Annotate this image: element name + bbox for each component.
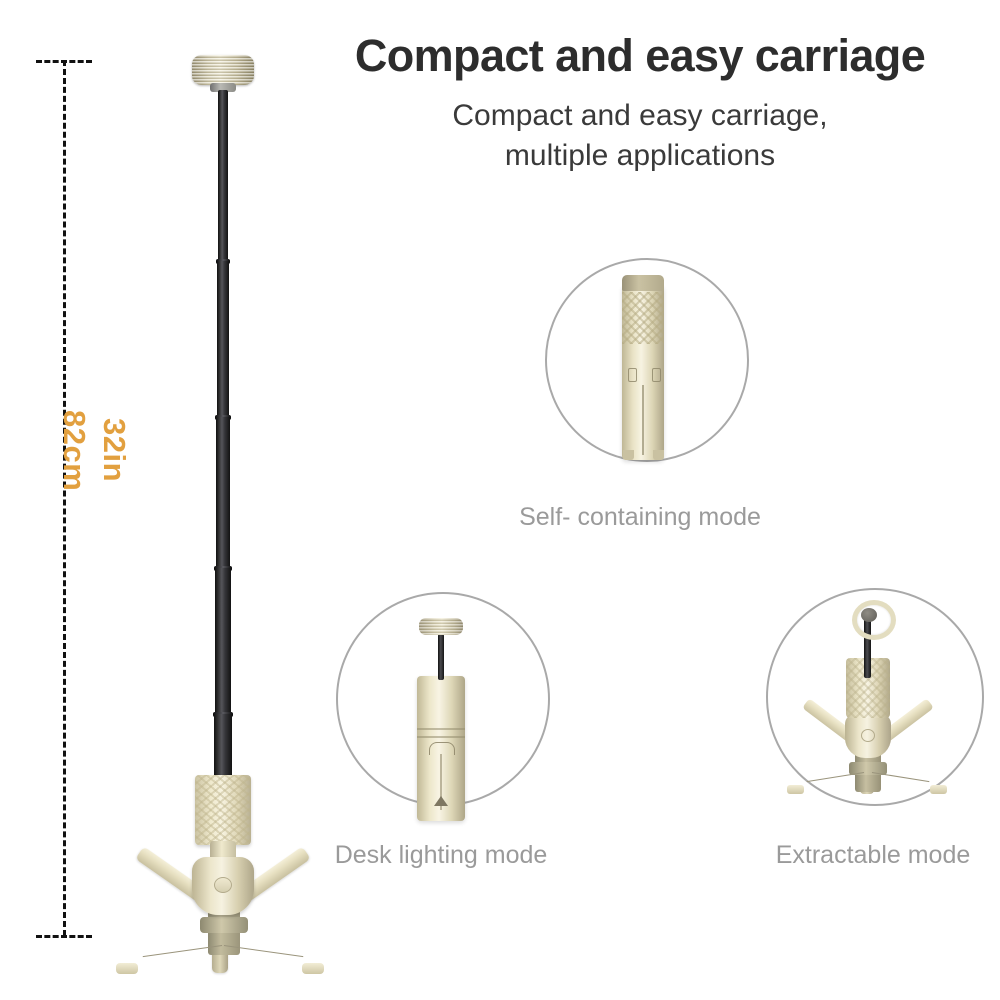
extractable-ring-icon <box>852 600 896 640</box>
top-knurled-cap <box>192 55 254 85</box>
subtitle-line-1: Compact and easy carriage, <box>452 99 828 132</box>
desk-lighting-seam <box>440 754 442 810</box>
self-containing-notch-left <box>628 368 637 382</box>
self-containing-seam <box>642 385 644 455</box>
caption-desk-lighting-mode: Desk lighting mode <box>334 841 548 869</box>
self-containing-foot-right <box>653 450 664 460</box>
tripod-foot-right <box>302 963 324 974</box>
pole-segment-5 <box>214 714 232 779</box>
pole-segment-2 <box>217 261 229 421</box>
desk-lighting-latch <box>429 742 455 755</box>
self-containing-top-cap <box>622 275 664 291</box>
caption-self-containing-mode: Self- containing mode <box>519 503 761 531</box>
pole-segment-3 <box>216 417 230 572</box>
extractable-foot-left <box>787 785 804 794</box>
caption-extractable-mode: Extractable mode <box>775 841 971 869</box>
page-title: Compact and easy carriage <box>354 30 926 81</box>
cap-neck <box>210 83 236 92</box>
self-containing-notch-right <box>652 368 661 382</box>
extractable-rod <box>864 616 871 678</box>
subtitle-line-2: multiple applications <box>504 138 776 172</box>
hub-adjust-dot <box>214 877 232 893</box>
hero-product-tripod-extended <box>100 45 340 974</box>
pole-segment-1 <box>218 90 228 265</box>
extractable-ring-inner <box>861 608 877 622</box>
desk-lighting-foot-marker <box>434 796 448 806</box>
desk-lighting-seam-line-b <box>417 736 465 738</box>
extractable-mechanism-gear <box>849 762 887 775</box>
self-containing-foot-left <box>623 450 634 460</box>
self-containing-knurl <box>622 292 664 344</box>
extractable-hub-dot <box>861 729 875 742</box>
page-subtitle: Compact and easy carriage, multiple appl… <box>320 96 960 176</box>
dimension-label-cm: 82cm <box>57 410 92 492</box>
dimension-tick-bottom <box>36 935 92 938</box>
desk-lighting-top-cap <box>419 618 463 635</box>
extractable-foot-right <box>930 785 947 794</box>
desk-lighting-rod <box>438 634 444 680</box>
tripod-foot-left <box>116 963 138 974</box>
knurled-grip-cylinder <box>195 775 251 845</box>
leg-mechanism-gear <box>200 917 248 933</box>
pole-segment-4 <box>215 568 231 718</box>
dimension-line <box>63 60 66 936</box>
desk-lighting-seam-line-a <box>417 728 465 730</box>
